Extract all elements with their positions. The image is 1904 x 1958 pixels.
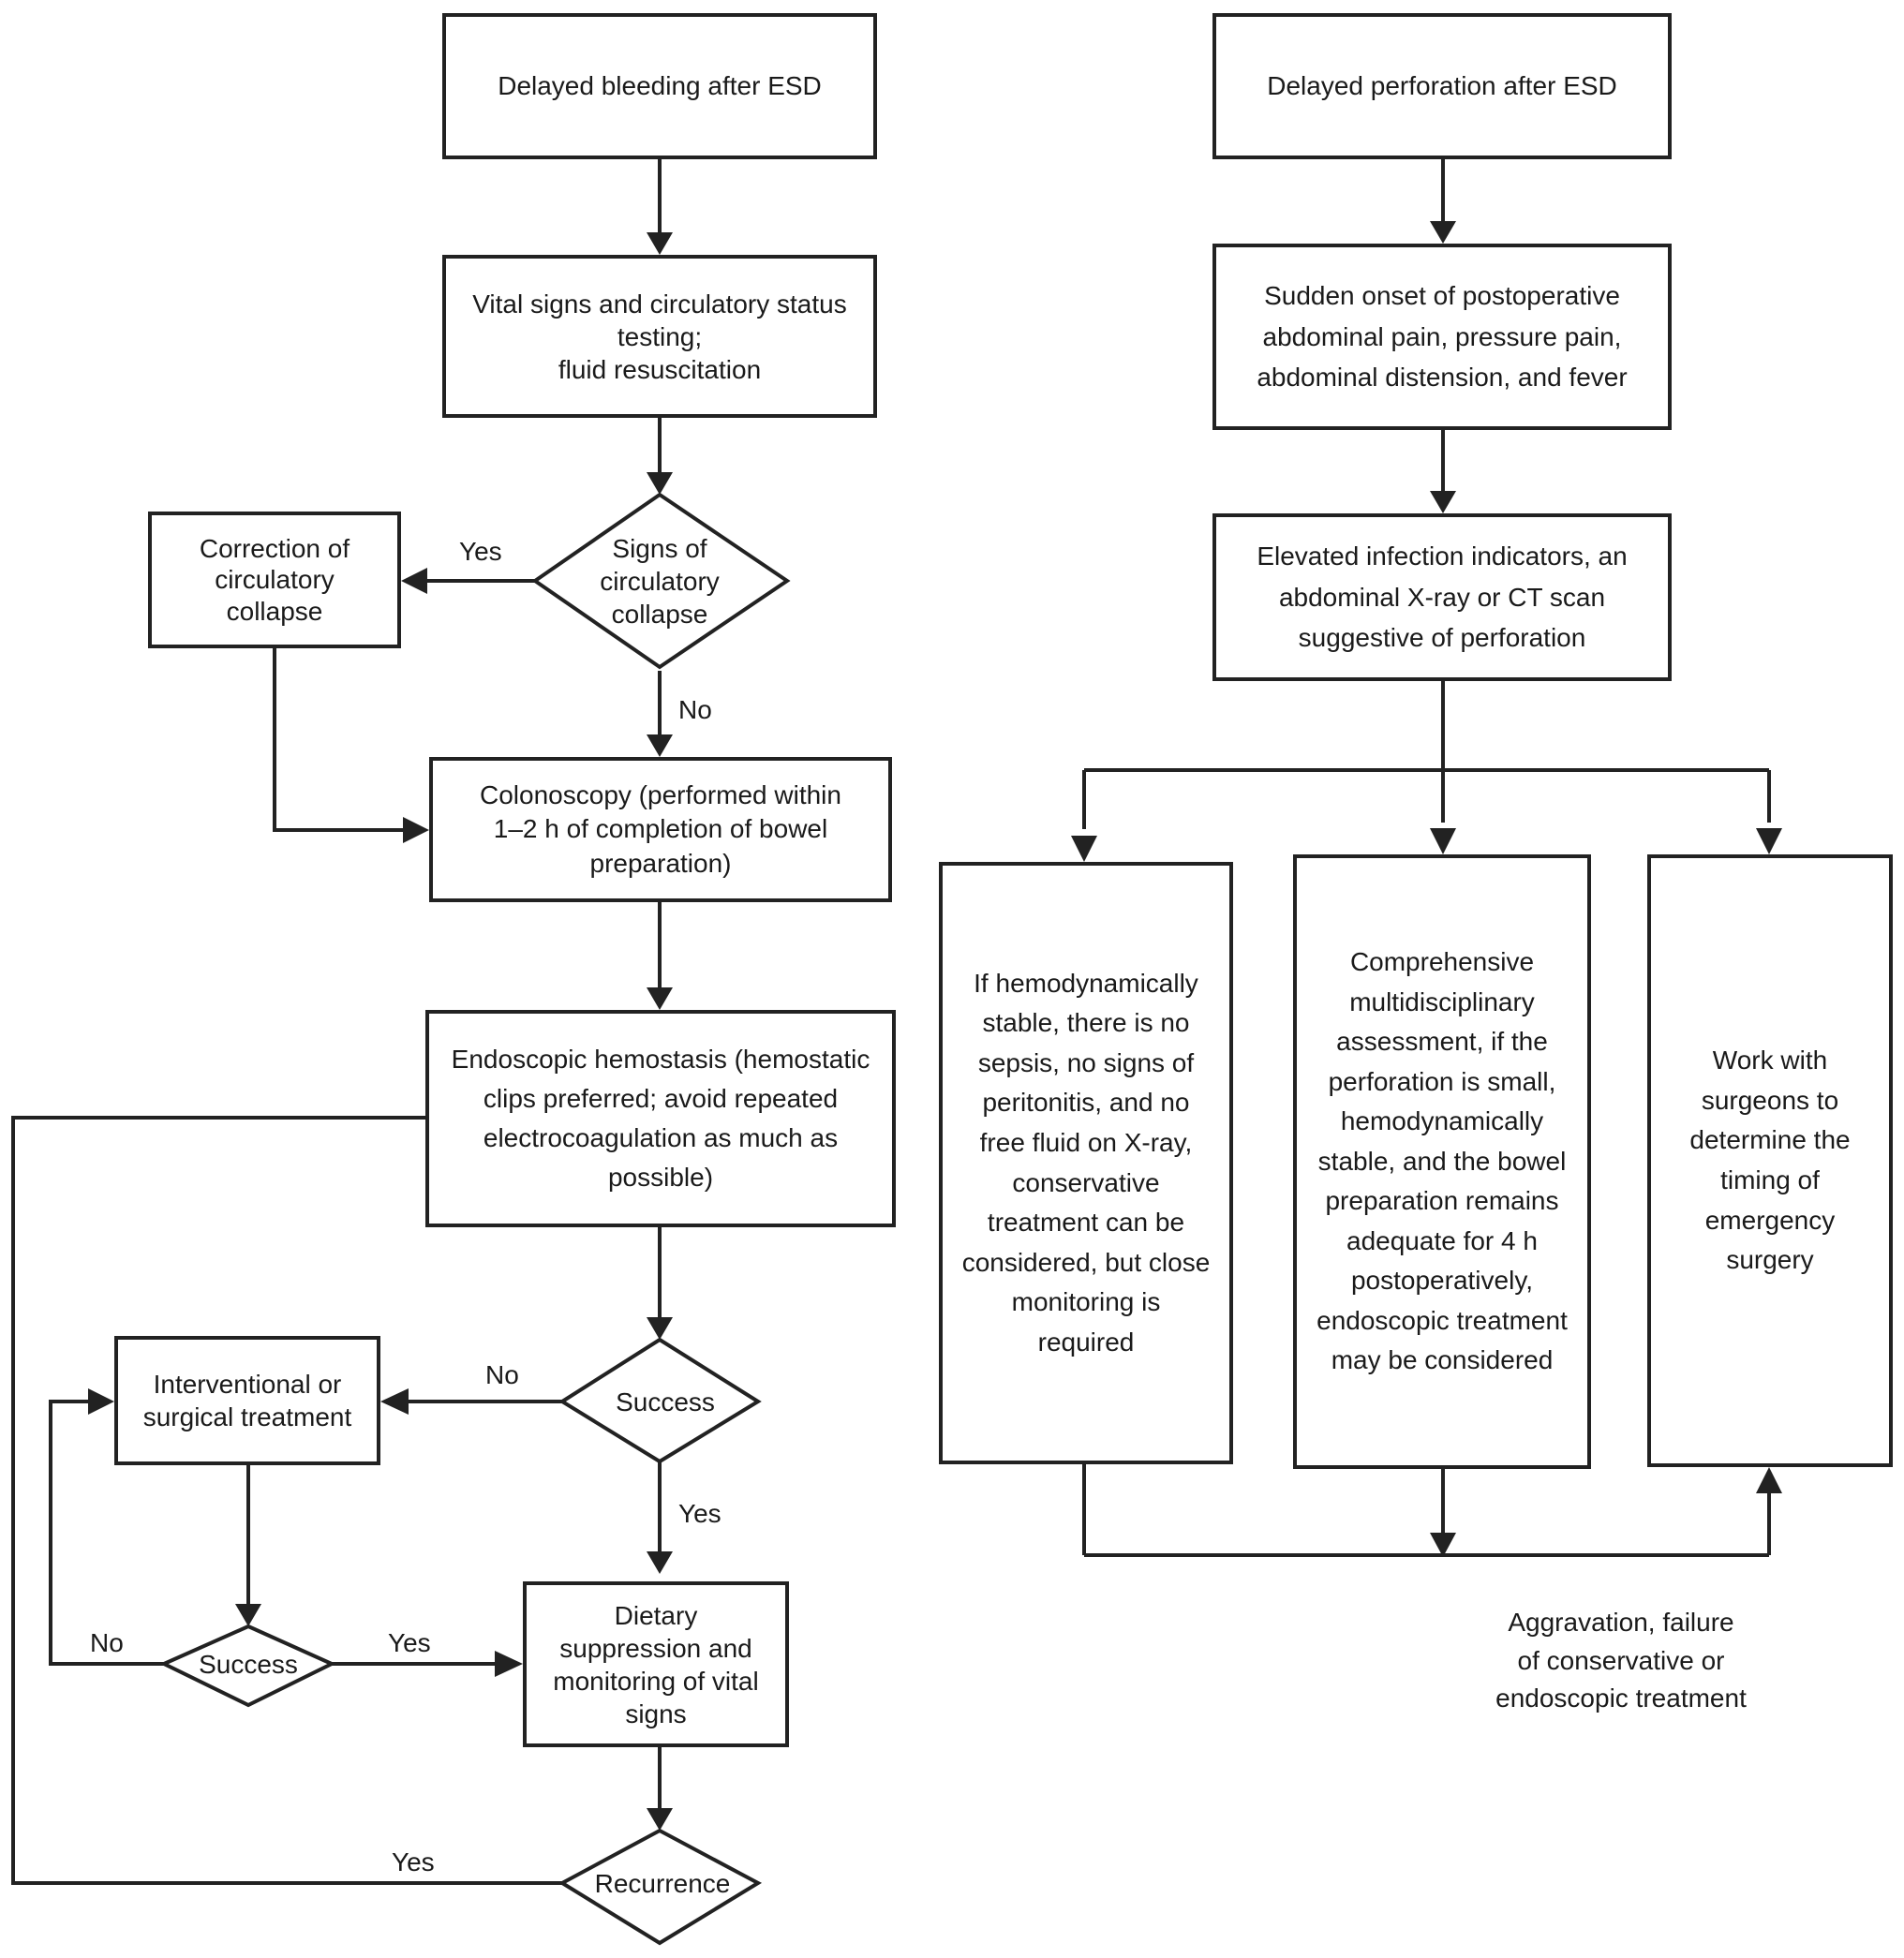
arrow-correction-to-colonoscopy xyxy=(273,648,407,832)
decision-success-1-label: Success xyxy=(616,1387,715,1417)
box-infection-indicators: Elevated infection indicators, an abdomi… xyxy=(1212,513,1672,681)
decision-diamonds xyxy=(159,492,791,1946)
aggravation-note: Aggravation, failure of conservative or … xyxy=(1495,1608,1747,1713)
box-colonoscopy: Colonoscopy (performed within 1–2 h of c… xyxy=(429,757,892,902)
box-endoscopic-hemostasis: Endoscopic hemostasis (hemostatic clips … xyxy=(425,1010,896,1227)
diamond-recurrence xyxy=(558,1828,763,1946)
arrow-success2-no-loop xyxy=(49,1400,164,1666)
decision-recurrence-label: Recurrence xyxy=(594,1868,731,1898)
label-no-collapse: No xyxy=(678,695,712,724)
box-delayed-bleeding: Delayed bleeding after ESD xyxy=(442,13,877,159)
diamond-success-1 xyxy=(558,1337,762,1464)
label-yes-recurrence: Yes xyxy=(392,1847,435,1876)
label-yes-success-2: Yes xyxy=(388,1628,431,1657)
decision-success-2-label: Success xyxy=(199,1649,298,1679)
decision-circulatory-collapse-label: Signs of circulatory collapse xyxy=(600,533,720,629)
diamond-success-2 xyxy=(159,1624,336,1708)
box-vital-signs: Vital signs and circulatory status testi… xyxy=(442,255,877,418)
label-yes-collapse: Yes xyxy=(459,537,502,566)
label-yes-success-1: Yes xyxy=(678,1499,721,1528)
box-postoperative-symptoms: Sudden onset of postoperative abdominal … xyxy=(1212,244,1672,430)
box-conservative-treatment: If hemodynamically stable, there is no s… xyxy=(939,862,1233,1464)
box-interventional-surgical: Interventional or surgical treatment xyxy=(114,1336,380,1465)
box-dietary-suppression: Dietary suppression and monitoring of vi… xyxy=(523,1581,789,1747)
label-no-success-2: No xyxy=(90,1628,124,1657)
box-correction-collapse: Correction of circulatory collapse xyxy=(148,512,401,648)
line-recurrence-loop xyxy=(11,1116,562,1885)
arrowheads xyxy=(88,221,1782,1831)
box-endoscopic-treatment: Comprehensive multidisciplinary assessme… xyxy=(1293,854,1591,1469)
label-no-success-1: No xyxy=(485,1360,519,1389)
box-delayed-perforation: Delayed perforation after ESD xyxy=(1212,13,1672,159)
diamond-circulatory-collapse xyxy=(531,492,791,670)
box-emergency-surgery: Work with surgeons to determine the timi… xyxy=(1647,854,1893,1467)
